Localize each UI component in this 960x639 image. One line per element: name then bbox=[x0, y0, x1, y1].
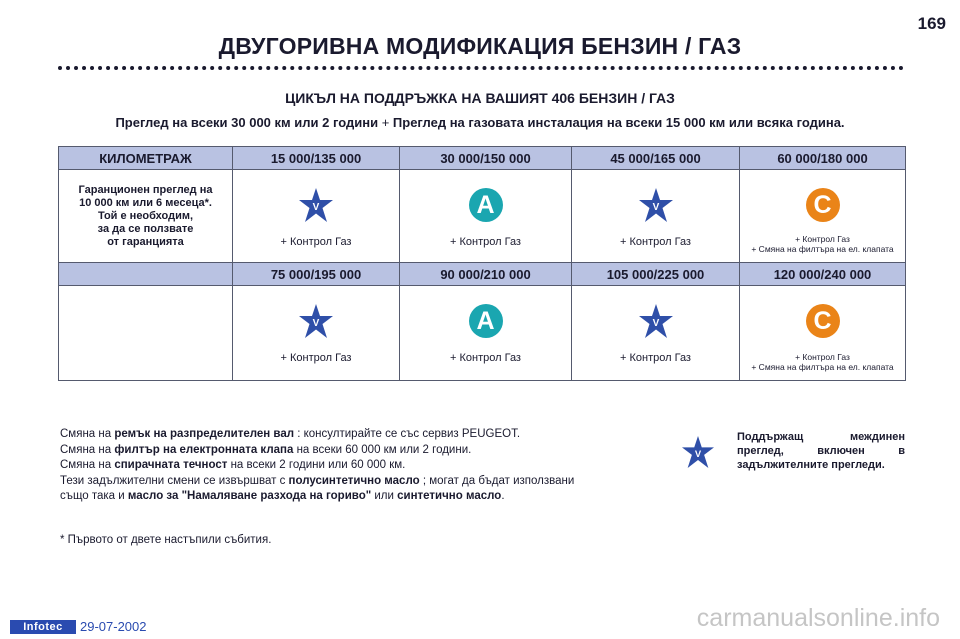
header-cell: 75 000/195 000 bbox=[232, 262, 400, 286]
gas-check-label: + Контрол Газ bbox=[280, 236, 352, 248]
note-text: на всеки 2 години или 60 000 км. bbox=[227, 459, 406, 471]
schedule-cell: C + Контрол Газ + Смяна на филтъра на ел… bbox=[739, 169, 906, 263]
warranty-line: за да се ползвате bbox=[97, 222, 194, 235]
note-bold: ремък на разпределителен вал bbox=[114, 428, 295, 440]
note-line: също така и масло за "Намаляване разхода… bbox=[60, 489, 670, 505]
gas-check-label: + Контрол Газ bbox=[620, 236, 691, 248]
star-v-icon: V bbox=[638, 188, 673, 229]
header-cell: 120 000/240 000 bbox=[739, 262, 906, 286]
note-bold: спирачната течност bbox=[114, 459, 228, 471]
header-cell: 15 000/135 000 bbox=[232, 146, 400, 170]
note-text: : консултирайте се със сервиз PEUGEOT. bbox=[294, 428, 521, 440]
filter-change-label: + Смяна на филтъра на ел. клапата bbox=[751, 244, 894, 254]
warranty-line: Гаранционен преглед на bbox=[78, 183, 213, 196]
gas-check-small: + Контрол Газ bbox=[795, 352, 850, 362]
page-number: 169 bbox=[917, 14, 946, 33]
note-text: също така и bbox=[60, 490, 128, 502]
footer-date: 29-07-2002 bbox=[80, 619, 147, 634]
warranty-line: Той е необходим, bbox=[97, 209, 194, 222]
star-letter: V bbox=[313, 202, 320, 213]
note-line: Смяна на ремък на разпределителен вал : … bbox=[60, 427, 670, 443]
note-text: ; могат да бъдат използвани bbox=[419, 474, 575, 487]
star-v-icon: V bbox=[299, 304, 333, 345]
maintenance-schedule-table: КИЛОМЕТРАЖ 15 000/135 000 30 000/150 000… bbox=[58, 146, 906, 381]
service-c-icon: C bbox=[805, 304, 840, 338]
note-text: Смяна на bbox=[60, 443, 115, 456]
gas-check-small: + Контрол Газ bbox=[795, 234, 850, 244]
header-cell-mileage: КИЛОМЕТРАЖ bbox=[58, 146, 233, 170]
header-cell-empty bbox=[58, 262, 233, 286]
schedule-cell: V + Контрол Газ bbox=[571, 169, 740, 263]
schedule-cell: A + Контрол Газ bbox=[399, 169, 572, 263]
schedule-cell: A + Контрол Газ bbox=[399, 285, 572, 381]
table-row: V + Контрол Газ A + Контрол Газ V + Конт… bbox=[58, 285, 906, 381]
filter-change-label: + Смяна на филтъра на ел. клапата bbox=[751, 362, 894, 372]
note-line: Смяна на спирачната течност на всеки 2 г… bbox=[60, 458, 670, 474]
empty-cell bbox=[58, 285, 233, 381]
note-text: . bbox=[501, 490, 505, 502]
header-cell: 90 000/210 000 bbox=[399, 262, 572, 286]
schedule-cell: V + Контрол Газ bbox=[232, 169, 400, 263]
note-bold: масло за "Намаляване разхода на гориво" bbox=[127, 490, 372, 502]
table-header-row: КИЛОМЕТРАЖ 15 000/135 000 30 000/150 000… bbox=[58, 146, 906, 170]
schedule-cell: V + Контрол Газ bbox=[571, 285, 740, 381]
note-text: Тези задължителни смени се извършват с bbox=[60, 474, 289, 487]
watermark: carmanualsonline.info bbox=[696, 604, 940, 632]
maintenance-notes: Смяна на ремък на разпределителен вал : … bbox=[60, 427, 670, 505]
note-text: Смяна на bbox=[60, 428, 115, 440]
note-line: Смяна на филтър на електронната клапа на… bbox=[60, 443, 670, 459]
gas-check-label: + Контрол Газ bbox=[620, 352, 691, 364]
intro-part1: Преглед на всеки 30 000 км или 2 години bbox=[115, 115, 379, 130]
gas-check-label: + Контрол Газ bbox=[450, 352, 521, 364]
note-bold: филтър на електронната клапа bbox=[114, 443, 294, 456]
intro-text: Преглед на всеки 30 000 км или 2 години … bbox=[0, 115, 960, 130]
gas-filter-label: + Контрол Газ + Смяна на филтъра на ел. … bbox=[740, 352, 905, 372]
warranty-line: от гаранцията bbox=[107, 235, 184, 248]
star-letter: V bbox=[313, 318, 320, 329]
section-subtitle: ЦИКЪЛ НА ПОДДРЪЖКА НА ВАШИЯТ 406 БЕНЗИН … bbox=[285, 90, 675, 106]
gas-check-label: + Контрол Газ bbox=[450, 236, 521, 248]
star-v-icon: V bbox=[638, 304, 673, 345]
footnote: * Първото от двете настъпили събития. bbox=[60, 534, 272, 546]
header-cell: 30 000/150 000 bbox=[399, 146, 572, 170]
intro-part2: Преглед на газовата инсталация на всеки … bbox=[392, 115, 845, 130]
schedule-cell: V + Контрол Газ bbox=[232, 285, 400, 381]
star-letter: V bbox=[652, 318, 659, 329]
star-letter: V bbox=[652, 202, 659, 213]
legend-star-v-icon: V bbox=[682, 436, 714, 475]
service-a-icon: A bbox=[468, 304, 503, 338]
warranty-note-cell: Гаранционен преглед на 10 000 км или 6 м… bbox=[58, 169, 233, 263]
page-title: ДВУГОРИВНА МОДИФИКАЦИЯ БЕНЗИН / ГАЗ bbox=[218, 33, 742, 59]
warranty-line: 10 000 км или 6 месеца*. bbox=[79, 196, 212, 209]
note-bold: полусинтетично масло bbox=[288, 474, 420, 487]
note-text: на всеки 60 000 км или 2 години. bbox=[293, 443, 472, 456]
table-row: Гаранционен преглед на 10 000 км или 6 м… bbox=[58, 169, 906, 263]
note-bold: синтетично масло bbox=[397, 490, 502, 502]
legend-text: Поддържащ междинен преглед, включен в за… bbox=[737, 431, 905, 471]
header-cell: 45 000/165 000 bbox=[571, 146, 740, 170]
gas-filter-label: + Контрол Газ + Смяна на филтъра на ел. … bbox=[740, 234, 905, 254]
note-line: Тези задължителни смени се извършват с п… bbox=[60, 474, 670, 490]
star-v-icon: V bbox=[299, 188, 333, 229]
service-a-icon: A bbox=[468, 188, 503, 222]
header-cell: 105 000/225 000 bbox=[571, 262, 740, 286]
service-c-icon: C bbox=[805, 188, 840, 222]
intro-plus: + bbox=[381, 115, 390, 130]
note-text: Смяна на bbox=[60, 459, 115, 471]
schedule-cell: C + Контрол Газ + Смяна на филтъра на ел… bbox=[739, 285, 906, 381]
dotted-divider bbox=[58, 66, 904, 70]
table-header-row: 75 000/195 000 90 000/210 000 105 000/22… bbox=[58, 262, 906, 286]
infotec-logo: Infotec bbox=[10, 620, 76, 634]
note-text: или bbox=[371, 490, 398, 502]
star-letter: V bbox=[695, 448, 702, 459]
gas-check-label: + Контрол Газ bbox=[280, 352, 352, 364]
header-cell: 60 000/180 000 bbox=[739, 146, 906, 170]
